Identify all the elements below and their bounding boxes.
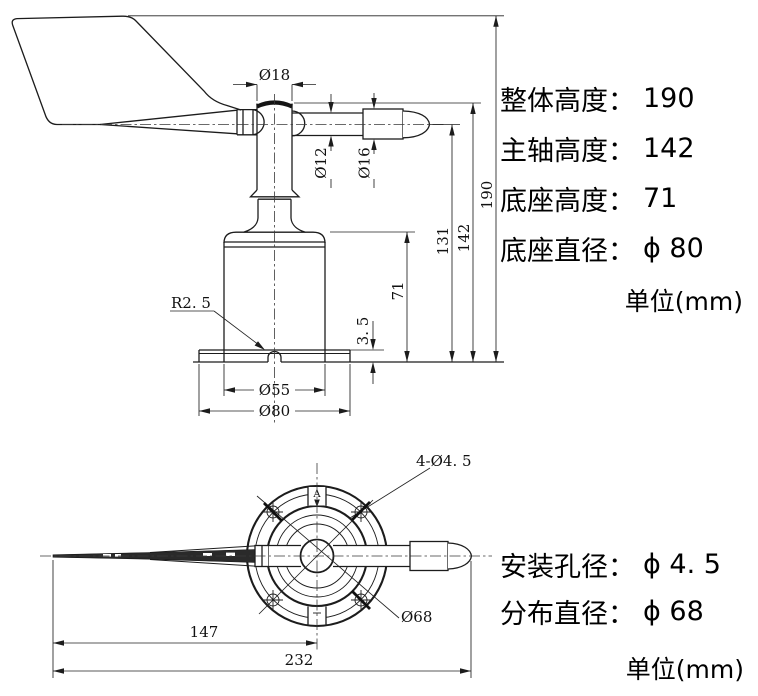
spec-label: 底座直径： [500, 235, 635, 267]
spec-label: 底座高度： [500, 185, 635, 217]
balance-rod [292, 108, 431, 140]
dim-hub-diameter-label: Ø18 [259, 66, 290, 84]
unit-note: 单位(mm) [625, 655, 744, 684]
side-view: Ø18 Ø12 Ø16 R2. 5 [11, 15, 504, 424]
dim-counterweight-diameter-label: Ø16 [356, 147, 374, 178]
rod-end-cap [252, 108, 265, 136]
dim-total-length-label: 232 [285, 651, 314, 669]
spec-row-total-height: 整体高度： 190 [500, 73, 743, 123]
section-label: A [312, 489, 321, 500]
top-view-specs: 安装孔径： ϕ 4. 5 分布直径： ϕ 68 单位(mm) [500, 541, 744, 685]
dim-counterweight-diameter: Ø16 [356, 93, 377, 188]
dim-fillet-radius: R2. 5 [170, 294, 265, 350]
dim-fillet-radius-label: R2. 5 [171, 294, 211, 312]
spec-label: 主轴高度： [500, 135, 635, 167]
top-view: A 147 [40, 452, 492, 678]
dim-body-height-label: 71 [389, 281, 407, 300]
dim-hub-diameter: Ø18 [233, 66, 316, 101]
dim-shaft-height-label: 142 [455, 224, 473, 253]
rod-end-cap-right [291, 110, 306, 137]
dim-body-diameter: Ø55 [223, 364, 326, 399]
unit-note: 单位(mm) [624, 287, 743, 316]
spec-value: 142 [643, 132, 695, 164]
dim-tail-length-label: 147 [190, 623, 219, 641]
dim-rod-diameter-label: Ø12 [312, 147, 330, 178]
hub [256, 100, 306, 190]
side-view-specs: 整体高度： 190 主轴高度： 142 底座高度： 71 底座直径： ϕ 80 … [500, 73, 743, 317]
spec-value: ϕ 68 [643, 596, 704, 627]
dim-heights: 71 131 142 190 [128, 15, 504, 362]
spec-value: ϕ 80 [643, 232, 704, 264]
dim-total-length: 232 [53, 561, 472, 678]
spec-label: 分布直径： [500, 599, 635, 630]
spec-row-distribution-diameter: 分布直径： ϕ 68 [500, 588, 744, 635]
spec-row-hole-diameter: 安装孔径： ϕ 4. 5 [500, 541, 744, 588]
spec-value: 71 [643, 182, 678, 214]
dim-flange-diameter: Ø80 [198, 364, 351, 420]
dim-rod-diameter: Ø12 [312, 94, 334, 188]
mounting-holes [263, 501, 371, 610]
dim-flange-thickness: 3. 5 [350, 317, 384, 384]
dim-total-height-label: 190 [478, 181, 496, 210]
dim-rod-height-label: 131 [434, 227, 452, 256]
tail-rod [99, 108, 265, 136]
dim-tail-length: 147 [52, 560, 317, 678]
dim-flange-diameter-label: Ø80 [259, 402, 290, 420]
base-flange [193, 349, 504, 363]
spec-value: ϕ 4. 5 [643, 549, 721, 580]
spec-label: 安装孔径： [500, 552, 635, 583]
spec-label: 整体高度： [500, 85, 635, 117]
spec-row-base-diameter: 底座直径： ϕ 80 [500, 223, 743, 273]
dim-mounting-holes-label: 4-Ø4. 5 [416, 452, 472, 470]
dim-body-diameter-label: Ø55 [259, 381, 290, 399]
counterweight [362, 108, 404, 140]
spec-row-base-height: 底座高度： 71 [500, 173, 743, 223]
vane-plate [11, 15, 242, 126]
dim-bolt-circle-label: Ø68 [401, 608, 432, 626]
spec-row-shaft-height: 主轴高度： 142 [500, 123, 743, 173]
dim-flange-thickness-label: 3. 5 [354, 317, 372, 346]
spec-value: 190 [643, 82, 695, 114]
